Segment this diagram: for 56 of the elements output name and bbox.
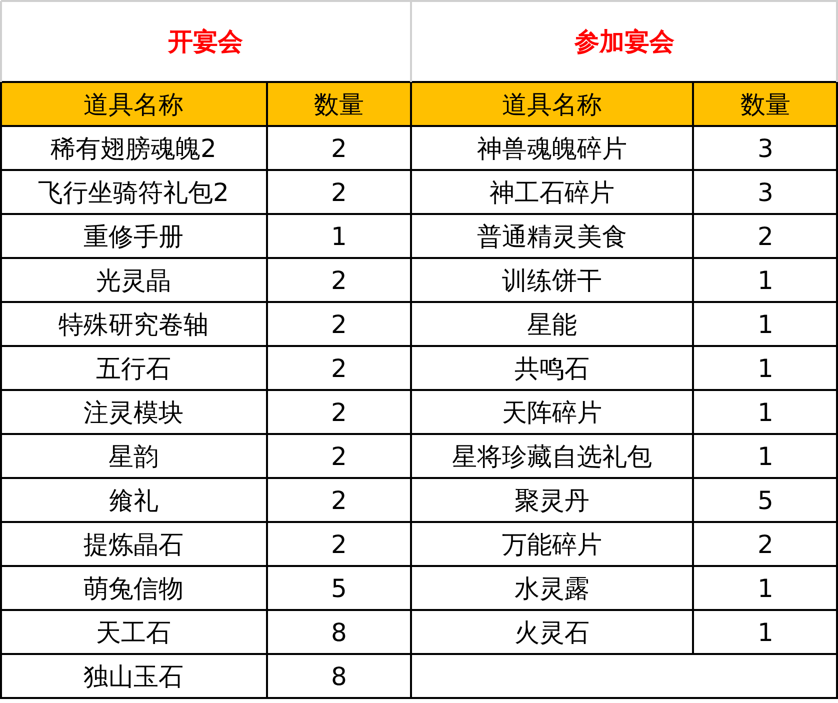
table-cell-text: 火灵石: [514, 616, 590, 648]
table-cell-text: 2: [330, 132, 348, 164]
table-cell-text: 注灵模块: [82, 396, 184, 428]
table-cell-text: 5: [756, 484, 774, 516]
table-cell-text: 星能: [526, 308, 578, 340]
table-cell-text: 3: [756, 132, 774, 164]
table-cell-text: 提炼晶石: [82, 528, 184, 560]
table-cell-text: 飨礼: [108, 484, 160, 516]
table-cell-text: 8: [330, 616, 348, 648]
table-cell-text: 神工石碎片: [488, 176, 616, 208]
table-cell-text: 5: [330, 572, 348, 604]
table-cell-text: 稀有翅膀魂魄2: [50, 132, 218, 164]
table-cell-text: 2: [330, 528, 348, 560]
table-cell-text: 聚灵丹: [514, 484, 590, 516]
table-cell-text: 1: [756, 352, 774, 384]
table-cell-text: 天工石: [95, 616, 172, 648]
table-cell-text: 2: [330, 440, 348, 472]
table-cell-text: 2: [330, 352, 348, 384]
table-cell-text: 水灵露: [514, 572, 590, 604]
table-cell-text: 普通精灵美食: [476, 220, 628, 252]
table-cell-text: 天阵碎片: [501, 396, 603, 428]
table-cell-text: 飞行坐骑符礼包2: [37, 176, 230, 208]
table-cell-text: 星韵: [108, 440, 160, 472]
column-header: 道具名称: [82, 88, 184, 120]
table-cell-text: 2: [330, 308, 348, 340]
table-cell-text: 神兽魂魄碎片: [476, 132, 628, 164]
column-header: 数量: [313, 88, 365, 120]
table-cell-text: 万能碎片: [501, 528, 603, 560]
table-title: 参加宴会: [574, 26, 676, 58]
table-cell-text: 3: [756, 176, 774, 208]
table-cell-text: 2: [756, 220, 774, 252]
table-cell-text: 1: [756, 396, 774, 428]
table-cell-text: 2: [330, 176, 348, 208]
column-header: 数量: [740, 88, 792, 120]
table-cell-text: 独山玉石: [82, 660, 184, 692]
table-cell-text: 1: [756, 616, 774, 648]
table-cell-text: 特殊研究卷轴: [58, 308, 210, 340]
table-cell-text: 1: [330, 220, 348, 252]
table-cell-text: 训练饼干: [501, 264, 603, 296]
table-title: 开宴会: [166, 26, 244, 58]
table-cell-text: 2: [330, 484, 348, 516]
table-cell-text: 五行石: [95, 352, 172, 384]
table-cell-text: 2: [756, 528, 774, 560]
table-cell-text: 2: [330, 264, 348, 296]
table-cell-text: 1: [756, 264, 774, 296]
table-cell-text: 萌兔信物: [82, 572, 184, 604]
table-cell-text: 星将珍藏自选礼包: [451, 440, 653, 472]
table-cell-text: 8: [330, 660, 348, 692]
table-cell-text: 1: [756, 572, 774, 604]
table-cell-text: 重修手册: [82, 220, 184, 252]
table-cell-text: 光灵晶: [95, 264, 172, 296]
column-header: 道具名称: [501, 88, 603, 120]
table-cell-text: 2: [330, 396, 348, 428]
table-cell-text: 1: [756, 308, 774, 340]
table-cell-text: 共鸣石: [514, 352, 590, 384]
table-cell-text: 1: [756, 440, 774, 472]
